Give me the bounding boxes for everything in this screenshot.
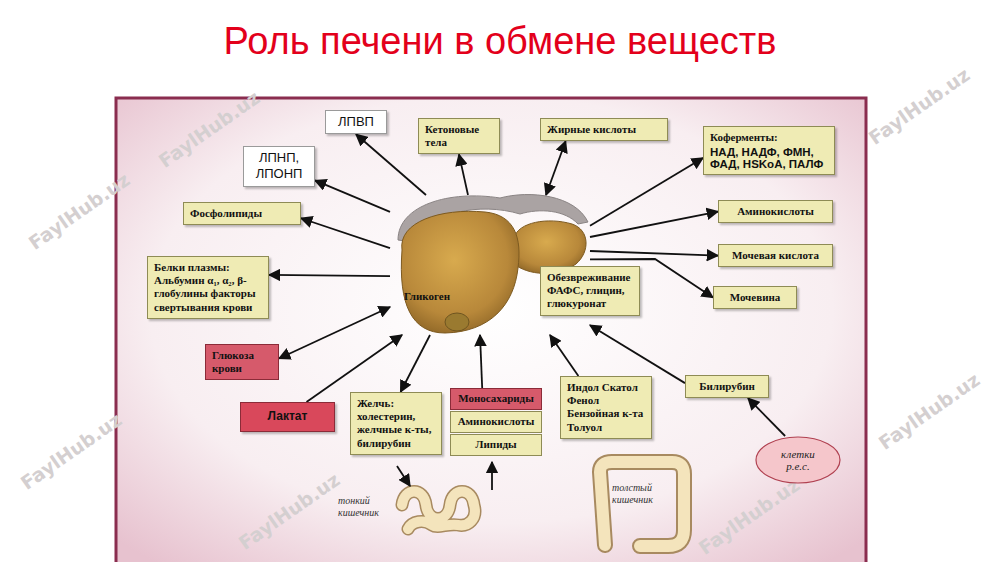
cell-ellipse: клетки р.е.с.: [755, 436, 841, 484]
connector-arrow: [269, 275, 390, 276]
large-intestine: [600, 462, 684, 546]
connector-arrow: [590, 251, 718, 256]
connector-arrow: [480, 335, 482, 388]
connector-arrow: [590, 325, 685, 383]
lipoprotein-box: ЛПНП, ЛПОНП: [243, 146, 315, 187]
watermark: FaylHub.uz: [874, 368, 983, 454]
organ-label: толстый кишечник: [612, 482, 672, 505]
node-text: Липиды: [455, 438, 537, 451]
node-text: Мочевая кислота: [725, 249, 826, 262]
node-body-text: Альбумин α₁, α₂, β-глобулины факторы све…: [154, 274, 262, 314]
title: Роль печени в обмене веществ: [0, 20, 1000, 63]
connector-arrow: [401, 335, 430, 392]
plasma-protein-box: Белки плазмы:Альбумин α₁, α₂, β-глобулин…: [147, 256, 269, 319]
coenzyme-box: Коферменты: НАД, НАДФ, ФМН, ФАД, HSKoA, П…: [703, 126, 835, 175]
connector-arrow: [459, 154, 468, 195]
product-box: Мочевина: [713, 286, 797, 309]
lipoprotein-box: ЛПВП: [325, 110, 387, 134]
connector-arrow: [315, 180, 390, 211]
node-text: Обезвреживание ФАФС, глицин, глюкуронат: [547, 271, 633, 311]
product-box: Жирные кислоты: [540, 118, 668, 141]
node-text: Гликоген: [404, 290, 450, 302]
detox-box: Обезвреживание ФАФС, глицин, глюкуронат: [540, 266, 640, 316]
connector-arrow: [356, 134, 426, 195]
node-text: Лактат: [247, 409, 328, 423]
connector-arrow: [546, 141, 566, 195]
node-text: Кетоновые тела: [425, 123, 493, 149]
absorbed-box: Аминокислоты: [450, 411, 542, 433]
lactate-box: Лактат: [240, 402, 335, 432]
node-text: ЛПНП, ЛПОНП: [249, 150, 309, 183]
node-text: Билирубин: [692, 380, 762, 393]
glucose-box: Глюкоза крови: [205, 344, 279, 380]
bile-box: Желчь: холестерин, желчные к-ты, билируб…: [350, 392, 442, 455]
product-box: Кетоновые тела: [418, 118, 500, 154]
node-text: Жирные кислоты: [547, 123, 661, 136]
connector-arrow: [748, 398, 785, 436]
connector-arrow: [279, 307, 390, 359]
product-box: Фосфолипиды: [183, 202, 301, 225]
watermark: FaylHub.uz: [864, 63, 973, 149]
product-box: Мочевая кислота: [718, 244, 833, 267]
connector-arrow: [590, 212, 718, 237]
node-text: Мочевина: [720, 291, 790, 304]
node-text: ЛПВП: [331, 114, 381, 130]
node-body-text: НАД, НАДФ, ФМН, ФАД, HSKoA, ПАЛФ: [710, 146, 828, 170]
connector-arrow: [550, 335, 578, 376]
node-text: Аминокислоты: [455, 415, 537, 428]
small-intestine: [402, 492, 475, 530]
node-text: Коферменты:: [710, 131, 828, 144]
watermark: FaylHub.uz: [16, 408, 125, 494]
node-text: клетки р.е.с.: [769, 448, 827, 472]
absorbed-box: Липиды: [450, 434, 542, 456]
node-text: Моносахариды: [455, 392, 537, 405]
node-text: Белки плазмы:: [154, 261, 262, 274]
node-text: Желчь: холестерин, желчные к-ты, билируб…: [357, 397, 435, 450]
connector-arrow: [590, 158, 703, 226]
node-text: Фосфолипиды: [190, 207, 294, 220]
panel-frame: [116, 98, 866, 562]
connector-arrow: [301, 218, 390, 248]
node-text: Глюкоза крови: [212, 349, 272, 375]
absorbed-box: Моносахариды: [450, 388, 542, 410]
organ-label: тонкий кишечник: [338, 495, 396, 518]
bilirubin-box: Билирубин: [685, 375, 769, 398]
node-text: Индол Скатол Фенол Бензойная к-та Толуол: [567, 381, 645, 434]
toxin-box: Индол Скатол Фенол Бензойная к-та Толуол: [560, 376, 652, 439]
product-box: Аминокислоты: [718, 200, 833, 223]
node-text: Аминокислоты: [725, 205, 826, 218]
leader-arrow: [491, 462, 493, 490]
leader-arrow: [397, 466, 410, 486]
